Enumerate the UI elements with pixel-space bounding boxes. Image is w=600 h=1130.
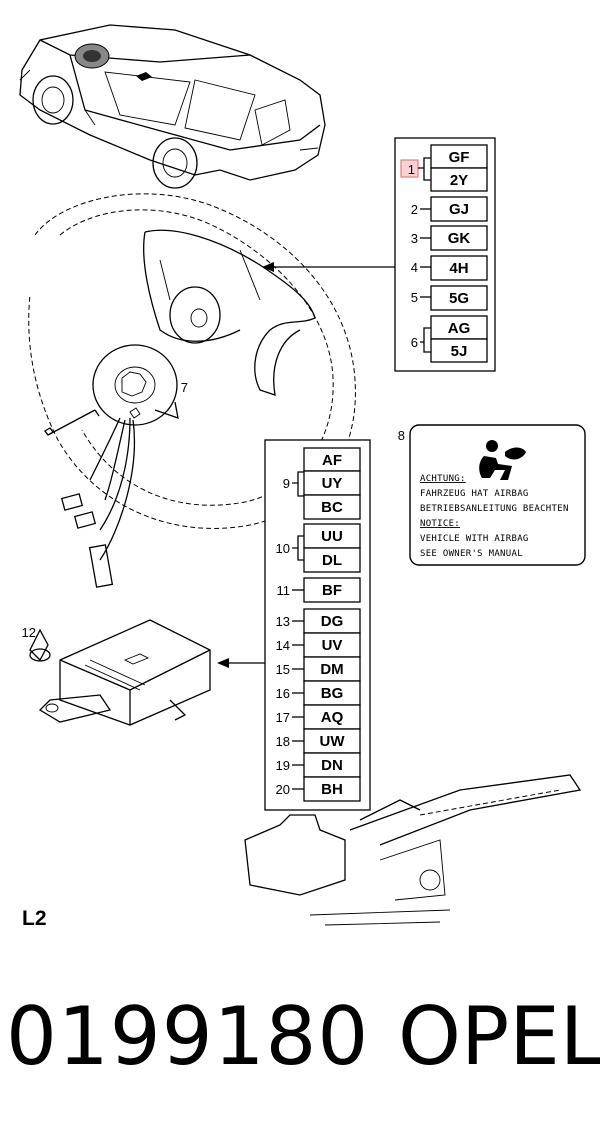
callout-2[interactable]: 2: [411, 202, 418, 217]
callout-5[interactable]: 5: [411, 290, 418, 305]
callout-9[interactable]: 9: [283, 476, 290, 491]
code-dn[interactable]: DN: [321, 757, 343, 774]
code-bg[interactable]: BG: [321, 685, 344, 702]
airbag-warning-label: ACHTUNG: FAHRZEUG HAT AIRBAG BETRIEBSANL…: [409, 424, 586, 566]
label-line-2: FAHRZEUG HAT AIRBAG: [420, 489, 529, 499]
handbrake-assembly-illustration: [244, 774, 582, 926]
code-dm[interactable]: DM: [320, 661, 343, 678]
car-illustration: [19, 24, 326, 189]
callout-12[interactable]: 12: [22, 625, 36, 640]
callout-4[interactable]: 4: [411, 260, 418, 275]
code-gf[interactable]: GF: [449, 149, 470, 166]
code-aq[interactable]: AQ: [321, 709, 344, 726]
airbag-control-unit-illustration: [29, 619, 211, 726]
callout-20[interactable]: 20: [276, 782, 290, 797]
callout-10[interactable]: 10: [276, 541, 290, 556]
label-line-5: VEHICLE WITH AIRBAG: [420, 534, 529, 544]
callout-1[interactable]: 1: [408, 162, 415, 177]
callout-18[interactable]: 18: [276, 734, 290, 749]
code-uu[interactable]: UU: [321, 528, 343, 545]
callout-7[interactable]: 7: [181, 380, 188, 395]
code-gj[interactable]: GJ: [449, 201, 469, 218]
callout-15[interactable]: 15: [276, 662, 290, 677]
code-dl[interactable]: DL: [322, 552, 342, 569]
code-4h[interactable]: 4H: [449, 260, 468, 277]
code-5g[interactable]: 5G: [449, 290, 469, 307]
code-2y[interactable]: 2Y: [450, 172, 468, 189]
code-bc[interactable]: BC: [321, 499, 343, 516]
callout-14[interactable]: 14: [276, 638, 290, 653]
code-bf[interactable]: BF: [322, 582, 342, 599]
callout-19[interactable]: 19: [276, 758, 290, 773]
label-line-4: NOTICE:: [420, 519, 460, 529]
code-gk[interactable]: GK: [448, 230, 471, 247]
callout-16[interactable]: 16: [276, 686, 290, 701]
code-dg[interactable]: DG: [321, 613, 344, 630]
code-bh[interactable]: BH: [321, 781, 343, 798]
label-line-3: BETRIEBSANLEITUNG BEACHTEN: [420, 504, 569, 514]
part-number: 0199180: [6, 990, 370, 1083]
group-steering-airbag: 1 GF 2Y 2 GJ 3 GK 4 4H 5 5G 6 AG 5J: [262, 137, 496, 372]
code-uw[interactable]: UW: [320, 733, 346, 750]
brand-name: OPEL: [398, 990, 600, 1083]
callout-8[interactable]: 8: [398, 428, 405, 443]
code-5j[interactable]: 5J: [451, 343, 468, 360]
airbag-person-icon: [479, 440, 526, 480]
code-ag[interactable]: AG: [448, 320, 471, 337]
clock-spring-illustration: [44, 344, 179, 588]
callout-11[interactable]: 11: [277, 583, 291, 598]
callout-6[interactable]: 6: [411, 335, 418, 350]
code-uv[interactable]: UV: [322, 637, 343, 654]
code-af[interactable]: AF: [322, 452, 342, 469]
callout-3[interactable]: 3: [411, 231, 418, 246]
page-label: L2: [22, 907, 47, 930]
callout-17[interactable]: 17: [276, 710, 290, 725]
code-uy[interactable]: UY: [322, 475, 343, 492]
label-line-6: SEE OWNER'S MANUAL: [420, 549, 523, 559]
group-control-unit: AF 9 UY BC 10 UU DL 11 BF 13 DG 14 UV 15…: [217, 439, 371, 811]
label-line-1: ACHTUNG:: [420, 474, 466, 484]
callout-13[interactable]: 13: [276, 614, 290, 629]
